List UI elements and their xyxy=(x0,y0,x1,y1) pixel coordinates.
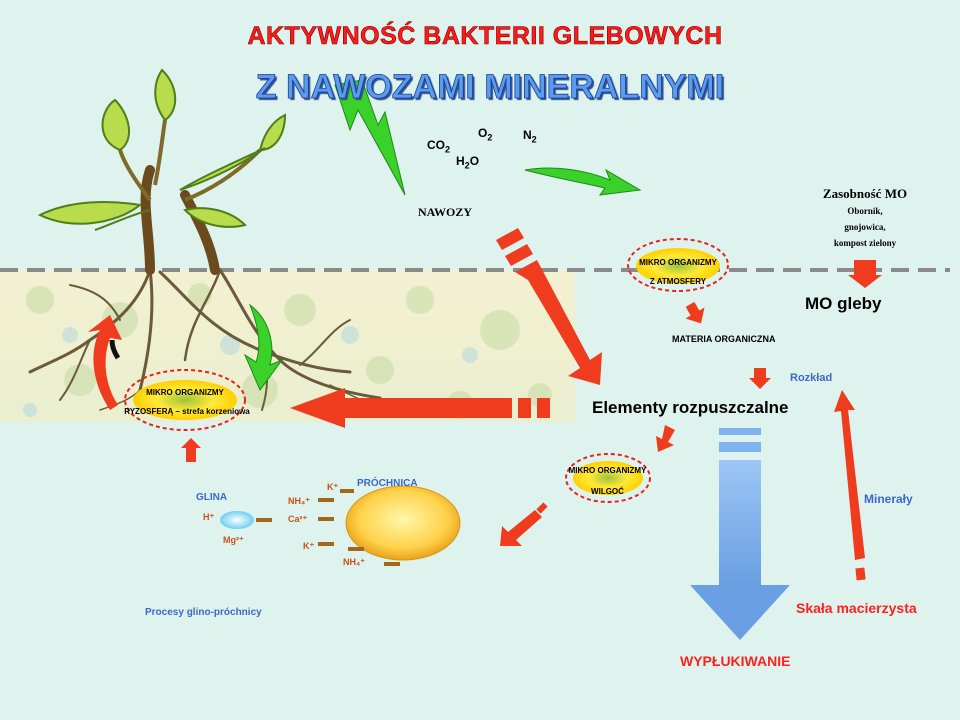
arrow-icon xyxy=(290,388,550,428)
ion-bonds xyxy=(256,489,400,566)
label-mikro-wilgoc-2: WILGOĆ xyxy=(591,487,624,496)
label-skala-macierzysta: Skała macierzysta xyxy=(796,600,917,616)
arrow-icon xyxy=(690,428,790,640)
ion-k-left: K⁺ xyxy=(303,541,315,551)
gas-o2: O2 xyxy=(478,126,493,143)
page-subtitle: Z NAWOZAMI MINERALNYMI xyxy=(255,68,725,107)
arrow-icon xyxy=(88,315,122,410)
page-title: AKTYWNOŚĆ BAKTERII GLEBOWYCH xyxy=(247,22,723,51)
arrow-icon xyxy=(834,390,866,581)
ion-mg: Mg²⁺ xyxy=(223,535,244,545)
plant-icon xyxy=(37,68,287,275)
ion-h: H⁺ xyxy=(203,512,215,522)
label-mo-gleby: MO gleby xyxy=(805,294,882,313)
microorganism-highlight xyxy=(124,238,729,503)
ion-nh4-bottom: NH₄⁺ xyxy=(343,557,366,567)
arrow-icon xyxy=(243,79,642,392)
label-mikro-ryzosfera-2: RYZOSFERĄ – strefa korzeniowa xyxy=(124,407,250,416)
label-mineraly: Minerały xyxy=(864,492,913,506)
gas-n2: N2 xyxy=(523,128,537,145)
label-elementy-rozpuszczalne: Elementy rozpuszczalne xyxy=(592,398,789,417)
clay-particle-icon xyxy=(220,511,254,529)
ion-k-top: K⁺ xyxy=(327,482,339,492)
label-mikro-wilgoc-1: MIKRO ORGANIZMY xyxy=(568,466,647,475)
label-nawozy: NAWOZY xyxy=(418,205,473,219)
label-wyplukiwanie: WYPŁUKIWANIE xyxy=(680,653,791,669)
label-glina: GLINA xyxy=(196,492,228,503)
label-materia-organiczna: MATERIA ORGANICZNA xyxy=(672,334,776,344)
gas-co2: CO2 xyxy=(427,138,451,155)
label-rozklad: Rozkład xyxy=(790,372,833,384)
label-zasobnosc-line3: kompost zielony xyxy=(833,238,897,248)
label-prochnica: PRÓCHNICA xyxy=(357,478,418,489)
label-procesy: Procesy glino-próchnicy xyxy=(145,607,262,618)
label-zasobnosc-title: Zasobność MO xyxy=(822,186,908,201)
label-mikro-atmosfera-1: MIKRO ORGANIZMY xyxy=(639,258,717,267)
humus-particle-icon xyxy=(345,485,461,561)
arrow-icon xyxy=(181,260,882,546)
ion-nh4-top: NH₄⁺ xyxy=(288,496,311,506)
arrow-icon xyxy=(496,228,602,385)
gas-h2o: H2O xyxy=(456,154,480,171)
ion-ca: Ca²⁺ xyxy=(288,514,308,524)
label-zasobnosc-line1: Obornik, xyxy=(847,206,883,216)
label-zasobnosc-line2: gnojowica, xyxy=(844,222,886,232)
label-mikro-ryzosfera-1: MIKRO ORGANIZMY xyxy=(146,388,224,397)
label-mikro-atmosfera-2: Z ATMOSFERY xyxy=(649,277,707,286)
